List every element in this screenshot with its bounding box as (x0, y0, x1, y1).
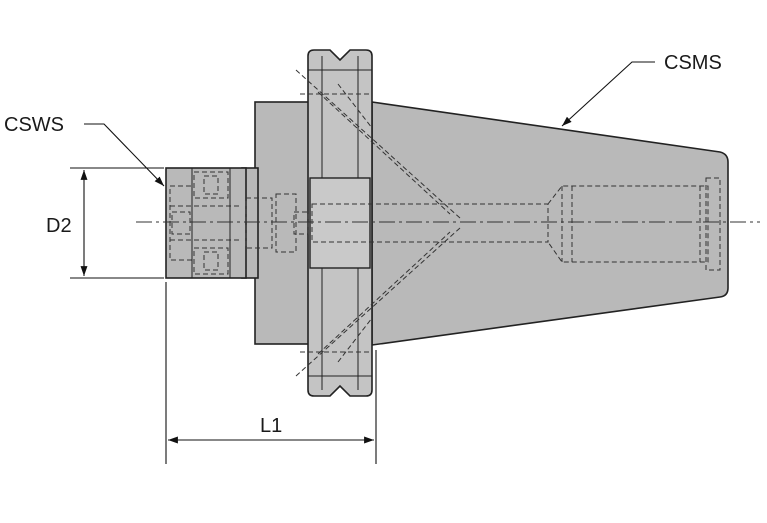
hidden-lines (245, 69, 721, 377)
csws-leader (84, 123, 165, 187)
csws-label: CSWS (4, 114, 64, 136)
head-details (169, 168, 240, 278)
d2-label: D2 (46, 215, 72, 237)
csms-leader (561, 61, 655, 127)
taper-shank (371, 101, 729, 346)
l1-dimension (165, 282, 377, 464)
csms-label: CSMS (664, 52, 722, 74)
l1-label: L1 (260, 415, 282, 437)
d2-dimension (70, 167, 164, 279)
drive-slot (309, 177, 371, 269)
front-head (165, 167, 247, 279)
collar (254, 101, 318, 345)
